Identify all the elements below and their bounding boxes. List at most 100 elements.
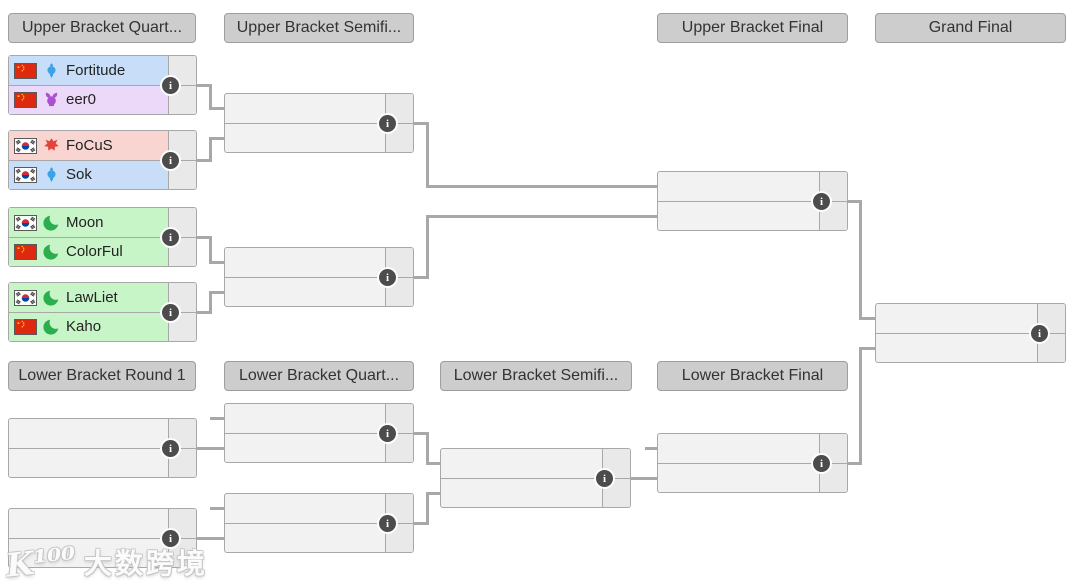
empty-slot <box>658 434 819 463</box>
bracket-connector <box>209 291 212 314</box>
bracket-connector <box>848 200 861 203</box>
bracket-connector <box>210 137 225 140</box>
match-info-icon[interactable]: i <box>813 193 830 210</box>
slot-divider <box>658 463 847 464</box>
match-info-icon[interactable]: i <box>162 304 179 321</box>
nightelf-race-icon <box>43 318 60 335</box>
bracket-connector <box>414 122 428 125</box>
bracket-connector <box>426 492 429 525</box>
match-ub-qf-4: LawLiet Kaho i <box>8 282 197 342</box>
bracket-connector <box>426 122 429 188</box>
bracket-connector <box>209 137 212 162</box>
bracket-connector <box>631 477 658 480</box>
empty-slot <box>225 404 385 433</box>
bracket-connector <box>414 432 428 435</box>
bracket-connector <box>197 159 211 162</box>
match-ub-sf-1: i <box>224 93 414 153</box>
player-name[interactable]: LawLiet <box>66 289 118 306</box>
orc-race-icon <box>43 137 60 154</box>
match-ub-qf-2: FoCuS Sok i <box>8 130 197 190</box>
player-slot[interactable]: eer0 <box>9 85 168 114</box>
player-slot[interactable]: Kaho <box>9 312 168 341</box>
china-flag-icon <box>14 62 37 79</box>
empty-slot <box>225 277 385 306</box>
bracket-connector <box>427 462 441 465</box>
player-name[interactable]: FoCuS <box>66 137 113 154</box>
match-info-icon[interactable]: i <box>162 229 179 246</box>
empty-slot <box>225 494 385 523</box>
bracket-connector <box>209 84 212 110</box>
match-ub-qf-3: Moon ColorFul i <box>8 207 197 267</box>
bracket-connector <box>210 107 225 110</box>
match-info-icon[interactable]: i <box>379 425 396 442</box>
player-slot[interactable]: LawLiet <box>9 283 168 312</box>
empty-slot <box>9 509 168 538</box>
china-flag-icon <box>14 243 37 260</box>
south-korea-flag-icon <box>14 137 37 154</box>
empty-slot <box>225 248 385 277</box>
empty-slot <box>225 523 385 552</box>
south-korea-flag-icon <box>14 166 37 183</box>
bracket-connector <box>197 84 211 87</box>
player-name[interactable]: eer0 <box>66 91 97 108</box>
match-info-icon[interactable]: i <box>1031 325 1048 342</box>
player-slot[interactable]: Moon <box>9 208 168 237</box>
player-name[interactable]: Fortitude <box>66 62 126 79</box>
match-info-icon[interactable]: i <box>162 152 179 169</box>
player-name[interactable]: Moon <box>66 214 104 231</box>
empty-slot <box>658 463 819 492</box>
empty-slot <box>876 304 1037 333</box>
bracket-connector <box>197 236 211 239</box>
player-slot[interactable]: ColorFul <box>9 237 168 266</box>
nightelf-race-icon <box>43 289 60 306</box>
match-info-icon[interactable]: i <box>379 515 396 532</box>
bracket-connector <box>645 447 658 450</box>
bracket-connector <box>210 507 225 510</box>
bracket-connector <box>426 215 429 279</box>
south-korea-flag-icon <box>14 289 37 306</box>
empty-slot <box>876 333 1037 362</box>
slot-divider <box>441 478 630 479</box>
bracket-connector <box>209 236 212 264</box>
slot-divider <box>225 123 413 124</box>
player-name[interactable]: ColorFul <box>66 243 123 260</box>
empty-slot <box>9 419 168 448</box>
slot-divider <box>225 523 413 524</box>
slot-divider <box>9 85 196 86</box>
bracket-header-lb-round1: Lower Bracket Round 1 <box>8 361 196 391</box>
match-info-icon[interactable]: i <box>596 470 613 487</box>
match-lb-r1-1: i <box>8 418 197 478</box>
match-info-icon[interactable]: i <box>379 115 396 132</box>
bracket-connector <box>197 447 225 450</box>
slot-divider <box>9 312 196 313</box>
player-slot[interactable]: Sok <box>9 160 168 189</box>
bracket-header-grand-final: Grand Final <box>875 13 1066 43</box>
bracket-connector <box>859 200 862 320</box>
player-name[interactable]: Kaho <box>66 318 102 335</box>
match-info-icon[interactable]: i <box>162 440 179 457</box>
match-info-icon[interactable]: i <box>162 77 179 94</box>
bracket-connector <box>414 276 428 279</box>
bracket-connector <box>427 492 441 495</box>
bracket-connector <box>860 347 876 350</box>
bracket-header-ub-semifinals: Upper Bracket Semifi... <box>224 13 414 43</box>
match-info-icon[interactable]: i <box>162 530 179 547</box>
slot-divider <box>9 538 196 539</box>
bracket-connector <box>427 215 658 218</box>
bracket-header-ub-final: Upper Bracket Final <box>657 13 848 43</box>
slot-divider <box>9 160 196 161</box>
match-lb-qf-1: i <box>224 403 414 463</box>
match-info-icon[interactable]: i <box>813 455 830 472</box>
slot-divider <box>876 333 1065 334</box>
slot-divider <box>225 277 413 278</box>
empty-slot <box>9 538 168 567</box>
player-name[interactable]: Sok <box>66 166 92 183</box>
player-slot[interactable]: Fortitude <box>9 56 168 85</box>
human-race-icon <box>43 166 60 183</box>
empty-slot <box>225 123 385 152</box>
match-info-icon[interactable]: i <box>379 269 396 286</box>
bracket-connector <box>210 291 225 294</box>
player-slot[interactable]: FoCuS <box>9 131 168 160</box>
nightelf-race-icon <box>43 214 60 231</box>
